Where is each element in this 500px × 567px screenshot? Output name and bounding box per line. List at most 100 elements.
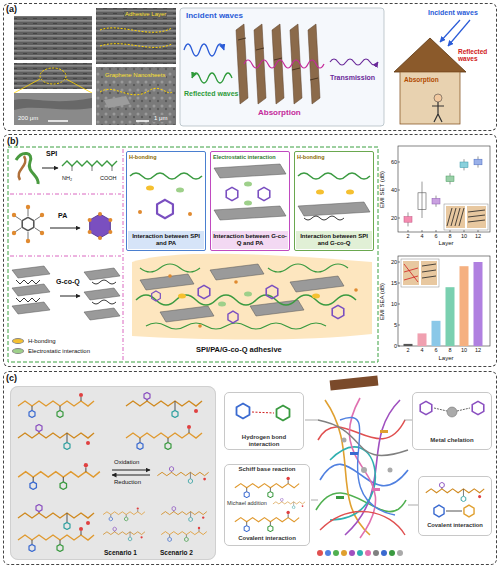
tick-label: 5 — [386, 322, 397, 328]
tick-label: 8 — [443, 233, 457, 239]
gcoq-structure — [12, 302, 50, 314]
component-label: PA — [58, 212, 67, 220]
sem-image — [100, 28, 172, 32]
bond-label: H-bonding — [129, 154, 157, 160]
image-annotation: Graphene Nanosheets — [104, 72, 166, 79]
wave-label: Absorption — [258, 108, 301, 117]
pa-structure — [26, 239, 30, 243]
adhesive-network — [146, 323, 326, 329]
sem-image — [48, 120, 68, 122]
tick-label: 8 — [443, 347, 457, 353]
chemistry-scheme — [103, 507, 145, 520]
scenario-label: Scenario 2 — [160, 549, 193, 556]
pa-structure — [12, 205, 113, 243]
chemistry-scheme — [103, 527, 145, 541]
adhesive-network — [168, 274, 172, 278]
house-illustration — [440, 20, 460, 42]
bond-illustration — [235, 511, 299, 532]
adhesive-network — [250, 300, 304, 316]
panel-label: (b) — [6, 136, 20, 146]
pa-structure — [90, 214, 111, 238]
house-illustration — [448, 20, 470, 46]
panel-box: (c)OxidationReductionScenario 1Scenario … — [3, 371, 497, 565]
panel-box: (b)H-bondingInteraction between SPI and … — [3, 134, 497, 367]
spi-structure — [16, 153, 117, 184]
pa-structure — [40, 231, 44, 235]
panel-label: (c) — [6, 373, 17, 383]
axis-title: EMI SEA (dB) — [379, 282, 386, 319]
shielding-mechanism — [330, 59, 378, 65]
bar-chart — [422, 264, 436, 278]
pa-structure — [108, 218, 112, 222]
crosslinked-network — [381, 550, 387, 556]
crosslinked-network — [361, 467, 367, 473]
interaction-illustration — [298, 202, 370, 216]
image-annotation: Adhesive Layer — [124, 11, 167, 18]
chemical-group: COOH — [100, 175, 117, 181]
legend-item: H-bonding — [12, 336, 90, 346]
crosslinked-network — [330, 447, 375, 520]
interaction-illustration — [258, 187, 270, 200]
bond-illustration — [252, 412, 274, 413]
crosslinked-network — [349, 398, 375, 538]
panel-label: (a) — [6, 4, 17, 14]
box-plot — [444, 204, 488, 230]
box-title: Interaction between SPI and G-co-Q — [296, 231, 372, 249]
box-plot — [404, 217, 412, 223]
reaction-label: Michael addition — [227, 500, 267, 506]
panel-box: (a) — [3, 3, 497, 131]
spi-structure — [16, 153, 38, 184]
sem-image — [96, 8, 176, 64]
box-plot — [467, 206, 486, 228]
crosslinked-network — [372, 488, 380, 491]
bar-chart — [418, 333, 427, 346]
gcoq-structure — [12, 266, 50, 278]
tick-label: 12 — [471, 233, 485, 239]
gcoq-structure — [60, 296, 80, 297]
shielding-mechanism — [180, 8, 384, 126]
crosslinked-network — [317, 550, 323, 556]
adhesive-network — [332, 305, 344, 318]
chemistry-scheme — [18, 393, 94, 418]
adhesive-network — [218, 302, 226, 307]
pa-structure — [98, 236, 102, 240]
bond-illustration — [434, 505, 444, 517]
bar-chart — [446, 287, 455, 346]
box-plot — [446, 206, 465, 228]
tick-label: 6 — [429, 347, 443, 353]
sem-image — [14, 79, 40, 93]
scale-bar-label: 200 μm — [17, 115, 39, 122]
adhesive-network — [234, 280, 238, 284]
gcoq-structure — [84, 308, 120, 320]
chemistry-scheme — [126, 393, 202, 418]
bond-illustration — [464, 505, 474, 517]
adhesive-network — [312, 294, 320, 299]
tick-label: 60 — [386, 159, 397, 165]
crosslinked-network — [320, 464, 408, 485]
crosslinked-network — [349, 550, 355, 556]
sem-image — [96, 67, 176, 125]
chemistry-scheme — [126, 425, 202, 450]
sem-image — [100, 44, 172, 48]
tick-label: 2 — [401, 233, 415, 239]
adhesive-network — [266, 285, 278, 298]
chemistry-scheme — [10, 386, 216, 560]
crosslinked-network — [333, 550, 339, 556]
box-title: Interaction between G-co-Q and PA — [212, 231, 288, 249]
bar-chart — [421, 261, 437, 285]
bond-illustration — [235, 477, 299, 498]
sem-image — [14, 8, 176, 125]
bond-illustration — [420, 401, 432, 414]
interaction-illustration — [214, 164, 286, 178]
interaction-box: Metal chelation — [412, 392, 492, 450]
interaction-box: H-bondingInteraction between SPI and G-c… — [294, 151, 374, 251]
axis-title: Layer — [429, 355, 463, 362]
bar-chart — [404, 264, 418, 282]
legend-swatch — [12, 348, 24, 354]
chemistry-scheme — [161, 527, 207, 542]
box-plot — [447, 208, 464, 226]
sem-image — [14, 98, 92, 110]
bond-label: H-bonding — [297, 154, 325, 160]
adhesive-network — [132, 254, 372, 340]
tick-label: 12 — [471, 347, 485, 353]
